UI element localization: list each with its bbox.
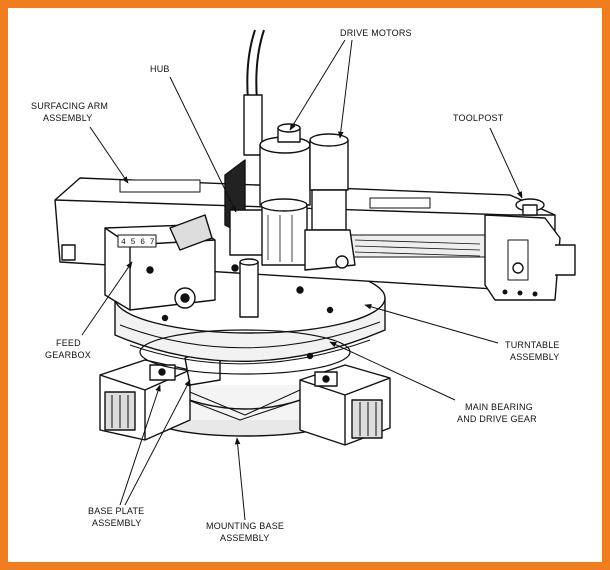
svg-text:4 5 6 7: 4 5 6 7 xyxy=(121,238,155,247)
label-turntable-line1: TURNTABLE xyxy=(505,340,560,350)
base-plate-arrow-1 xyxy=(119,384,161,506)
label-drive-motors: DRIVE MOTORS xyxy=(340,28,412,38)
callout-labels: DRIVE MOTORS HUB SURFACING ARM ASSEMBLY … xyxy=(31,28,560,543)
label-turntable-line2: ASSEMBLY xyxy=(510,352,559,362)
toolpost xyxy=(484,198,576,301)
label-hub: HUB xyxy=(150,64,170,74)
label-base-plate-line1: BASE PLATE xyxy=(88,506,144,516)
label-surfacing-arm-line2: ASSEMBLY xyxy=(43,113,92,123)
label-feed-gearbox-line1: FEED xyxy=(56,338,81,348)
main-bearing-arrow xyxy=(329,341,456,401)
leader-lines xyxy=(81,39,523,521)
label-base-plate-line2: ASSEMBLY xyxy=(92,518,141,528)
label-main-bearing-line2: AND DRIVE GEAR xyxy=(457,414,537,424)
label-mounting-base-line1: MOUNTING BASE xyxy=(206,521,284,531)
drive-motors-arrow-1 xyxy=(289,39,346,131)
feed-gearbox: 4 5 6 7 xyxy=(104,214,216,311)
machine-illustration: 4 5 6 7 xyxy=(54,29,576,446)
label-surfacing-arm-line1: SURFACING ARM xyxy=(31,101,108,111)
label-main-bearing-line1: MAIN BEARING xyxy=(465,402,533,412)
surfacing-arm-arrow xyxy=(89,126,129,184)
feed-gearbox-arrow xyxy=(81,261,133,336)
base-plate-arrow-2 xyxy=(124,379,191,506)
mounting-base-arrow xyxy=(234,437,246,521)
label-feed-gearbox-line2: GEARBOX xyxy=(45,350,91,360)
hub-and-motors xyxy=(224,29,356,318)
toolpost-arrow xyxy=(489,127,523,199)
turntable-arrow xyxy=(364,304,499,344)
hub-arrow xyxy=(169,76,237,213)
label-mounting-base-line2: ASSEMBLY xyxy=(220,533,269,543)
label-toolpost: TOOLPOST xyxy=(453,113,504,123)
mounting-base-assembly xyxy=(154,385,336,437)
drive-motors-arrow-2 xyxy=(337,39,353,139)
